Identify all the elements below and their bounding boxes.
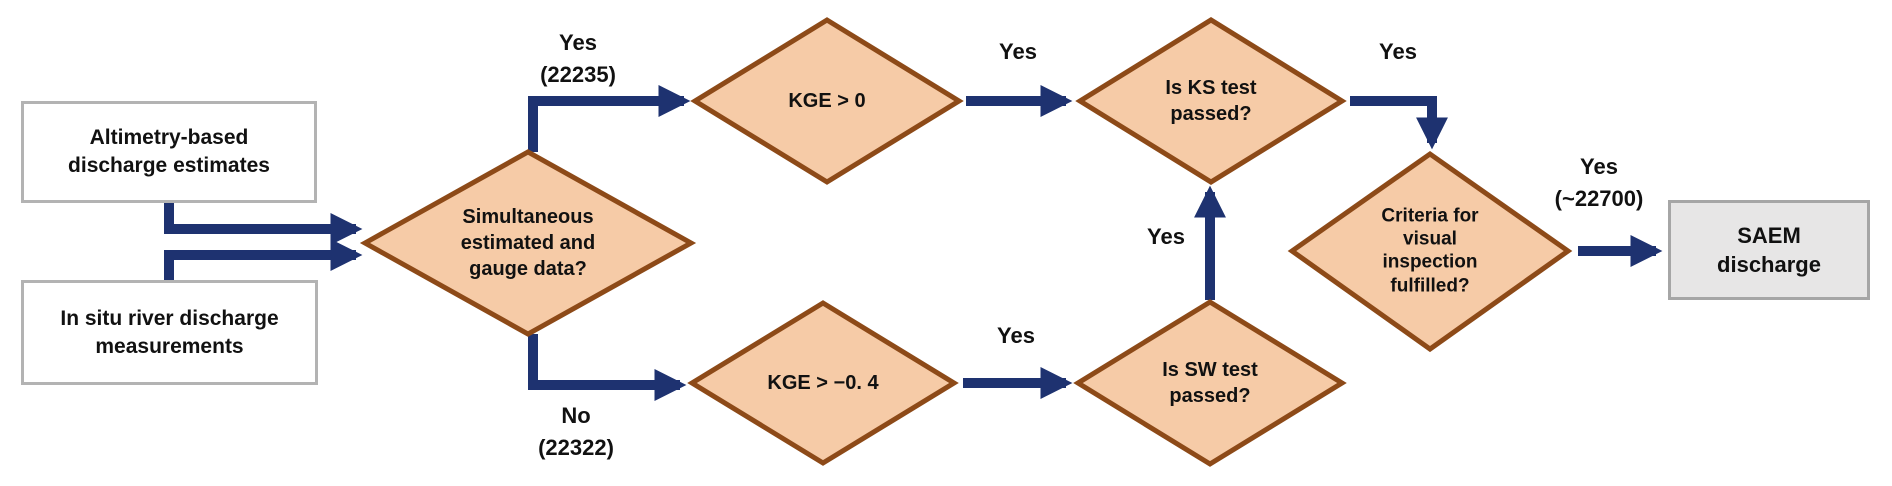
altimetry-box-line2: discharge estimates	[68, 154, 270, 177]
sw-test-diamond	[1073, 299, 1347, 467]
saem-box-line1: SAEM	[1737, 222, 1801, 248]
ks-test-label: Is KS test passed?	[1165, 77, 1257, 125]
arrow-ks-to-criteria	[1350, 96, 1449, 150]
saem-box-line2: discharge	[1717, 252, 1821, 277]
edge-label-yes-ks-criteria: Yes	[1379, 39, 1417, 65]
insitu-box-line1: In situ river discharge	[60, 306, 279, 330]
insitu-box-line2: measurements	[95, 334, 244, 358]
edge-label-no-22322: No (22322)	[538, 403, 614, 460]
visual-inspection-diamond	[1287, 150, 1573, 353]
arrow-altimetry-to-decision	[164, 203, 363, 246]
arrow-decision-no-to-kge04	[528, 334, 687, 402]
insitu-input-box: In situ river discharge measurements	[21, 280, 318, 385]
edge-label-yes-kge04-sw: Yes	[997, 323, 1035, 349]
kge-gt-0-diamond	[690, 17, 964, 185]
arrow-decision-yes-to-kge0	[528, 84, 691, 152]
altimetry-box-line1: Altimetry-based	[89, 126, 249, 150]
edge-label-yes-sw-ks: Yes	[1147, 224, 1185, 250]
arrow-insitu-to-decision	[164, 238, 363, 280]
simultaneous-data-diamond	[359, 149, 697, 337]
altimetry-input-box: Altimetry-based discharge estimates	[21, 101, 317, 203]
kge-gt-minus04-diamond	[687, 300, 959, 466]
edge-label-yes-22235: Yes (22235)	[540, 30, 616, 87]
sw-test-label: Is SW test passed?	[1162, 359, 1258, 407]
edge-label-yes-kge0-ks: Yes	[999, 39, 1037, 65]
visual-inspection-label: Criteria for visual inspection fulfilled…	[1381, 205, 1479, 297]
saem-output-box: SAEM discharge	[1668, 200, 1870, 300]
kge-gt-0-label: KGE > 0	[788, 90, 866, 112]
kge-gt-minus04-label: KGE > −0. 4	[767, 372, 879, 394]
ks-test-diamond	[1075, 17, 1347, 185]
simultaneous-diamond-label: Simultaneous estimated and gauge data?	[460, 206, 596, 280]
edge-label-yes-22700: Yes (~22700)	[1554, 154, 1644, 211]
